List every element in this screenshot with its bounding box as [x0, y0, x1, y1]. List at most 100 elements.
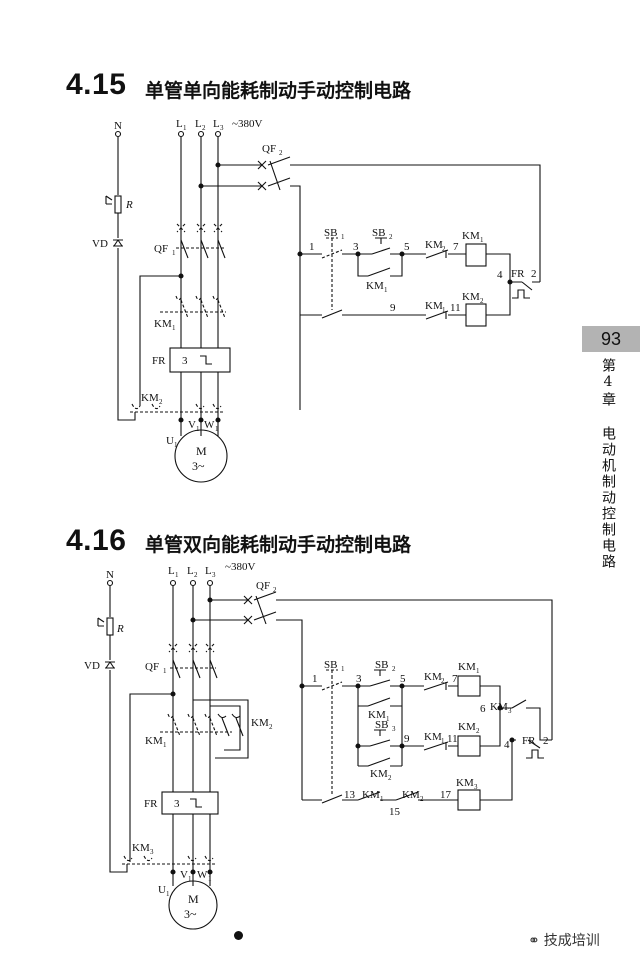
qf2-switch [243, 591, 277, 625]
km3-coil-label: KM [456, 777, 474, 789]
motor-label: M [196, 444, 207, 458]
node-17: 17 [440, 789, 452, 801]
km1-coil-sub: 1 [476, 667, 480, 675]
phase-label: L [205, 565, 212, 577]
phase-sub: 2 [194, 571, 198, 579]
w1-sub: 1 [215, 425, 219, 433]
page-dot [234, 931, 243, 940]
phase-label: L [213, 118, 220, 130]
km1-coil-label: KM [458, 661, 476, 673]
diode-label: VD [92, 238, 108, 250]
km1-aux-sub: 1 [384, 286, 388, 294]
motor-phase: 3~ [192, 459, 205, 473]
qf2-label: QF [256, 580, 270, 592]
neutral-label: N [114, 120, 122, 132]
diode-label: VD [84, 660, 100, 672]
u1-label: U [158, 884, 166, 896]
u1-label: U [166, 435, 174, 447]
km1-aux-contact [358, 697, 402, 707]
km2-aux-label: KM [370, 768, 388, 780]
sb3-sub: 3 [392, 725, 396, 733]
km1-nc-contact [423, 741, 449, 751]
km2-contact-label: KM [424, 671, 442, 683]
node-9: 9 [404, 733, 410, 745]
km1-sub: 1 [163, 741, 167, 749]
km1-aux-label: KM [368, 709, 386, 721]
km2-contact-sub: 2 [441, 677, 445, 685]
resistor [114, 195, 122, 214]
page-number: 93 [582, 326, 640, 352]
km2-aux-contact [357, 746, 403, 767]
w1-label: W [204, 419, 215, 431]
node-11: 11 [450, 302, 461, 314]
km1-contact-series [357, 791, 381, 801]
phase-label: L [187, 565, 194, 577]
km1-coil-label: KM [462, 230, 480, 242]
km2-aux-sub: 2 [388, 774, 392, 782]
qf1-breaker [168, 643, 216, 669]
km2-sub: 2 [269, 723, 273, 731]
fr-contact-label: FR [511, 268, 525, 280]
voltage-label: ~380V [232, 118, 262, 130]
sb2-button [369, 669, 391, 687]
km1-contact-label: KM [425, 300, 443, 312]
sb1-button [321, 669, 343, 796]
sb1-button [321, 237, 343, 310]
phase-sub: 1 [183, 124, 187, 132]
sb3-button [369, 729, 391, 747]
supply-terminals [114, 130, 222, 138]
km2-nc-contact [423, 681, 449, 691]
km1-aux-sub: 1 [386, 715, 390, 723]
wechat-icon: ⚭ [528, 933, 540, 949]
sb1-sub: 1 [341, 233, 345, 241]
node-1: 1 [312, 673, 318, 685]
km1-contact-label: KM [424, 731, 442, 743]
km2-contact-label: KM [425, 239, 443, 251]
motor-phase: 3~ [184, 907, 197, 921]
circuit-diagram: N L 1 L 2 L 3 ~380V R VD QF 2 QF 1 KM 1 [92, 118, 541, 483]
qf1-label: QF [154, 243, 168, 255]
fr-label: FR [152, 355, 166, 367]
km1-contact-sub: 1 [442, 306, 446, 314]
sb2-button [371, 237, 391, 255]
u1-sub: 1 [166, 890, 170, 898]
km3-sub: 3 [150, 848, 154, 856]
v1-sub: 1 [188, 875, 192, 883]
node-5: 5 [400, 673, 406, 685]
km2-label: KM [251, 717, 269, 729]
fr-contact [526, 739, 544, 759]
km2-coil-sub: 2 [480, 297, 484, 305]
node-7: 7 [452, 673, 458, 685]
v1-label: V [180, 869, 188, 881]
km2-coil [465, 303, 487, 327]
qf1-sub: 1 [172, 249, 176, 257]
km2-coil-label: KM [458, 721, 476, 733]
resistor [106, 617, 114, 636]
km3-label: KM [132, 842, 150, 854]
km1-contacts [160, 295, 226, 319]
voltage-label: ~380V [225, 561, 255, 573]
thermal-relay [161, 791, 219, 815]
km3-contact-sub: 3 [508, 707, 512, 715]
v1-sub: 1 [196, 425, 200, 433]
sb1-contact [321, 794, 343, 804]
phase-sub: 2 [202, 124, 206, 132]
km2-contact-label: KM [402, 789, 420, 801]
node-3: 3 [353, 241, 359, 253]
km2-contacts [130, 403, 225, 413]
node-15: 15 [389, 806, 401, 818]
qf2-sub: 2 [279, 149, 283, 157]
neutral-label: N [106, 569, 114, 581]
watermark: ⚭技成培训 [528, 930, 600, 950]
km2-nc-contact [425, 249, 449, 259]
sb1-contact [321, 309, 343, 319]
node-13: 13 [344, 789, 356, 801]
chapter-title: 第4章 电动机制动控制电路 [600, 358, 616, 570]
diode [113, 239, 123, 247]
sb2-label: SB [372, 227, 385, 239]
u1-sub: 1 [174, 441, 178, 449]
sb1-sub: 1 [341, 665, 345, 673]
qf1-sub: 1 [163, 667, 167, 675]
km3-nc-contact [511, 699, 527, 709]
sb2-sub: 2 [389, 233, 393, 241]
